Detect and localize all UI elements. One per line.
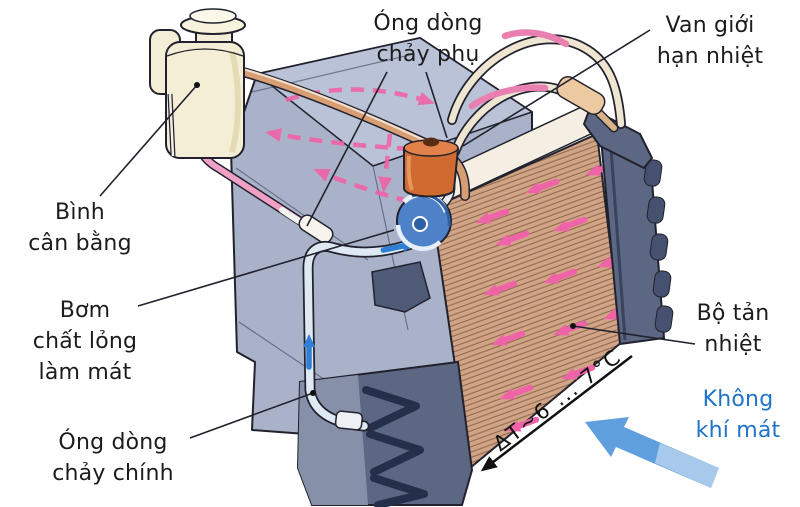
label-line: Bình [55,200,105,225]
label-line: chảy phụ [376,42,480,68]
coolant-pump-illustration [395,191,452,251]
hot-coolant-flow-arrows [265,87,453,215]
label-line: Óng dòng [373,11,483,36]
label-thermo-valve: Van giới hạn nhiệt [630,10,790,72]
pipe-collar [298,214,334,244]
label-line: cân bằng [28,231,132,257]
label-line: Không [702,387,774,412]
radiator-inlet-cap [582,106,654,170]
pipe-connector [556,76,606,115]
label-line: nhiệt [704,332,762,358]
label-line: khí mát [695,418,781,444]
label-cool-air: Không khí mát [663,384,800,446]
label-line: Bơm [59,298,111,323]
engine-mount [371,261,431,313]
hot-flow-in-pipe [501,29,570,48]
expansion-tank-illustration [149,8,246,159]
thermostat-valve-illustration [403,137,460,198]
cool-air-arrow-icon [585,417,719,488]
label-line: làm mát [38,360,132,386]
label-radiator: Bộ tản nhiệt [658,298,800,360]
radiator-right-tank [598,126,674,346]
label-line: Bộ tản [696,301,770,326]
label-line: chất lỏng [32,329,138,355]
label-line: Óng dòng [58,430,168,455]
radiator-bracket-chevrons [362,386,428,507]
radiator-inlet-pipes [447,29,626,157]
leader-lines [99,29,696,439]
label-line: Van giới [665,13,755,38]
label-main-pipe: Óng dòng chảy chính [33,427,193,489]
label-line: hạn nhiệt [656,44,764,70]
label-expansion-tank: Bình cân bằng [5,197,155,259]
pipe-collar [334,410,364,431]
main-flow-pipe [303,233,432,432]
radiator-near-tank [296,360,474,507]
label-line: chảy chính [52,461,174,487]
label-aux-pipe: Óng dòng chảy phụ [348,8,508,70]
delta-t-arrow [480,355,633,472]
leader-dots [194,82,576,396]
label-coolant-pump: Bơm chất lỏng làm mát [10,295,160,389]
